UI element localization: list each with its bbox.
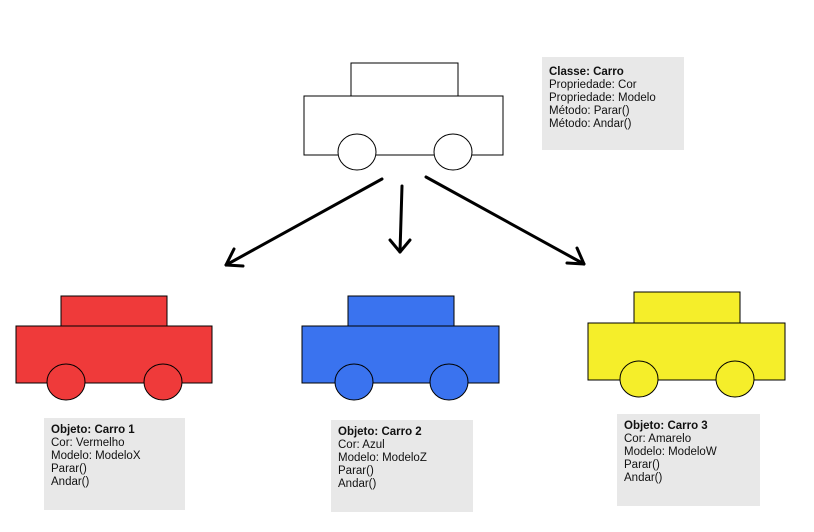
object1-andar: Andar() [51,476,90,488]
car3-roof [633,291,741,324]
arrow-to-car2 [388,184,412,254]
car3-shape [587,291,786,398]
class-title: Classe: Carro [549,66,624,78]
object3-parar: Parar() [624,459,660,471]
car3-wheel-left [619,360,659,398]
object2-cor: Cor: Azul [338,439,385,451]
object1-info-box: Objeto: Carro 1 Cor: Vermelho Modelo: Mo… [44,418,185,510]
object2-modelo: Modelo: ModeloZ [338,452,427,464]
car2-roof [347,295,455,327]
object3-info-box: Objeto: Carro 3 Cor: Amarelo Modelo: Mod… [617,414,760,506]
object3-cor: Cor: Amarelo [624,433,692,445]
car2-body [301,325,500,384]
car3-wheel-right [715,360,755,398]
class-car-roof [350,62,459,97]
class-car-body [303,95,504,156]
object2-info-box: Objeto: Carro 2 Cor: Azul Modelo: Modelo… [331,420,473,512]
class-car-shape [303,62,504,171]
object3-title: Objeto: Carro 3 [624,420,708,432]
car1-wheel-left [46,363,86,401]
car2-shape [301,295,500,401]
object2-title: Objeto: Carro 2 [338,426,422,438]
class-info-box: Classe: Carro Propriedade: Cor Proprieda… [542,57,684,150]
arrow-to-car3 [424,175,586,266]
object1-parar: Parar() [51,463,87,475]
object3-andar: Andar() [624,472,663,484]
car1-body [15,325,213,384]
class-car-wheel-left [337,133,377,171]
object1-title: Objeto: Carro 1 [51,424,135,436]
object3-modelo: Modelo: ModeloW [624,446,717,458]
arrow-to-car1 [224,177,384,268]
car2-wheel-left [334,363,374,401]
car1-shape [15,295,213,401]
class-property-cor: Propriedade: Cor [549,79,637,91]
object2-andar: Andar() [338,478,377,490]
car1-roof [60,295,168,327]
object1-cor: Cor: Vermelho [51,437,125,449]
object1-modelo: Modelo: ModeloX [51,450,141,462]
car3-body [587,322,786,381]
class-method-andar: Método: Andar() [549,118,632,130]
car1-wheel-right [143,363,183,401]
object2-parar: Parar() [338,465,374,477]
car2-wheel-right [429,363,469,401]
class-property-modelo: Propriedade: Modelo [549,92,656,104]
class-method-parar: Método: Parar() [549,105,630,117]
class-car-wheel-right [433,133,473,171]
